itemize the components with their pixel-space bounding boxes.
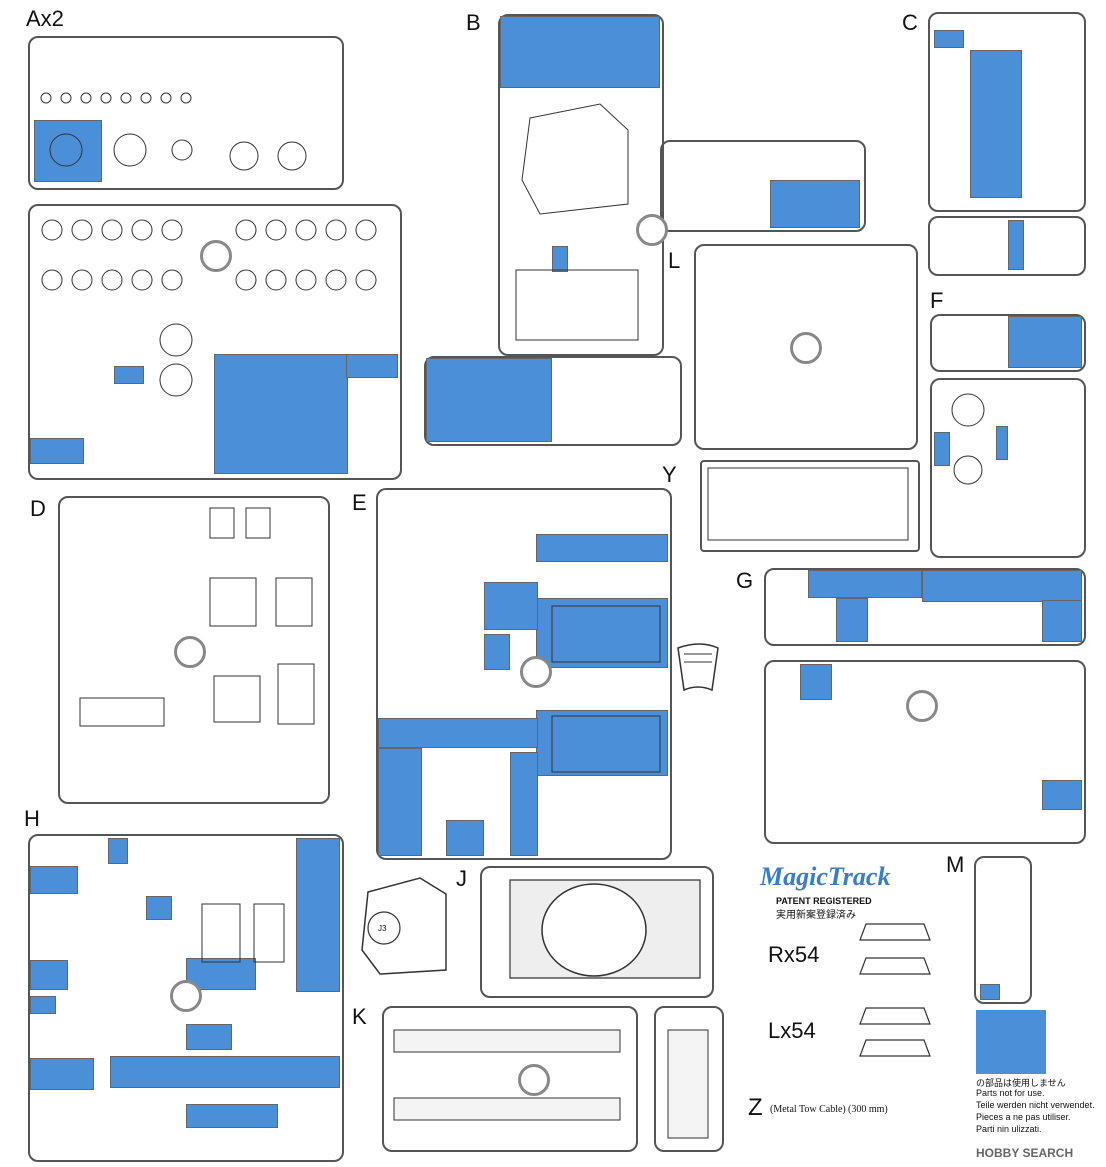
unused-parts-area <box>30 960 68 990</box>
unused-parts-area <box>186 1024 232 1050</box>
sprue-g <box>764 660 1086 844</box>
track-right-count: Rx54 <box>768 942 820 967</box>
sprue-ax2-top <box>28 36 344 190</box>
sprue-gate <box>518 1064 550 1096</box>
sprue-m <box>974 856 1032 1004</box>
unused-parts-area <box>484 634 510 670</box>
track-left-count: Lx54 <box>768 1018 816 1043</box>
sprue-label-d: D <box>30 496 46 521</box>
sprue-label-g: G <box>736 568 754 593</box>
sprue-c-bottom <box>928 216 1086 276</box>
sprue-k <box>382 1006 638 1152</box>
unused-parts-area <box>30 438 84 464</box>
unused-parts-area <box>800 664 832 700</box>
unused-parts-area <box>934 432 950 466</box>
sprue-g-top <box>764 568 1086 646</box>
legend-jp: の部品は使用しません <box>976 1078 1066 1088</box>
sprue-gate <box>200 240 232 272</box>
unused-parts-area <box>1008 220 1024 270</box>
unused-parts-area <box>34 120 102 182</box>
unused-parts-area <box>30 1058 94 1090</box>
sprue-gate <box>790 332 822 364</box>
patent-text: PATENT REGISTERED <box>776 896 872 906</box>
sprue-gate <box>170 980 202 1012</box>
sprue-l <box>694 244 918 450</box>
tow-cable-length: (300 mm) <box>848 1104 888 1115</box>
unused-parts-area <box>1042 780 1082 810</box>
sprue-gate <box>174 636 206 668</box>
sprue-label-ax2: Ax2 <box>26 6 64 31</box>
unused-parts-area <box>1042 600 1082 642</box>
unused-parts-area <box>114 366 144 384</box>
unused-parts-area <box>808 570 922 598</box>
sprue-gate <box>520 656 552 688</box>
unused-parts-area <box>996 426 1008 460</box>
unused-parts-area <box>836 598 868 642</box>
sprue-label-l: L <box>668 248 681 273</box>
sprue-label-k: K <box>352 1004 367 1029</box>
sprue-c <box>928 12 1086 212</box>
legend-en: Parts not for use. <box>976 1088 1045 1098</box>
legend-fr: Pieces a ne pas utiliser. <box>976 1112 1071 1122</box>
unused-parts-area <box>970 50 1022 198</box>
sprue-gate <box>906 690 938 722</box>
unused-parts-area <box>770 180 860 228</box>
sprue-f-top <box>930 314 1086 372</box>
unused-parts-area <box>484 582 538 630</box>
sprue-label-j: J <box>456 866 467 891</box>
unused-parts-area <box>378 718 538 748</box>
tow-cable-note: (Metal Tow Cable) <box>770 1104 846 1115</box>
unused-parts-area <box>446 820 484 856</box>
sprue-b-bottom <box>424 356 682 446</box>
unused-parts-area <box>296 838 340 992</box>
sprue-gate <box>636 214 668 246</box>
unused-parts-area <box>536 534 668 562</box>
sprue-j <box>480 866 714 998</box>
unused-parts-area <box>108 838 128 864</box>
legend-de: Teile werden nicht verwendet. <box>976 1100 1095 1110</box>
unused-parts-area <box>500 16 660 88</box>
sprue-label-h: H <box>24 806 40 831</box>
unused-parts-area <box>110 1056 340 1088</box>
sprue-label-z: Z <box>748 1094 763 1121</box>
sprue-h <box>28 834 344 1162</box>
legend-it: Parti nin ulizzati. <box>976 1124 1042 1134</box>
unused-parts-area <box>536 710 668 776</box>
unused-parts-area <box>146 896 172 920</box>
part-number-j3: J3 <box>378 924 387 933</box>
sprue-label-f: F <box>930 288 944 313</box>
sprue-label-c: C <box>902 10 918 35</box>
unused-parts-area <box>378 748 422 856</box>
patent-text-jp: 実用新案登録済み <box>776 910 856 921</box>
sprue-label-e: E <box>352 490 367 515</box>
unused-parts-area <box>536 598 668 668</box>
unused-parts-area <box>186 1104 278 1128</box>
unused-parts-area <box>30 866 78 894</box>
magictrack-logo: MagicTrack <box>760 862 891 891</box>
sprue-f <box>930 378 1086 558</box>
sprue-label-m: M <box>946 852 965 877</box>
unused-parts-area <box>426 358 552 442</box>
sprue-e <box>376 488 672 860</box>
sprue-y-hull <box>700 460 920 552</box>
sprue-b-right <box>660 140 866 232</box>
unused-parts-area <box>510 752 538 856</box>
sprue-d <box>58 496 330 804</box>
unused-parts-area <box>346 354 398 378</box>
hobbysearch-watermark: HOBBY SEARCH <box>976 1146 1074 1160</box>
unused-parts-area <box>980 984 1000 1000</box>
sprue-b <box>498 14 664 356</box>
sprue-ax2-bottom <box>28 204 402 480</box>
sprue-label-b: B <box>466 10 481 35</box>
unused-parts-area <box>934 30 964 48</box>
sprue-k-side <box>654 1006 724 1152</box>
unused-parts-area <box>552 246 568 272</box>
unused-parts-area <box>214 354 348 474</box>
unused-parts-area <box>30 996 56 1014</box>
unused-parts-legend-swatch <box>976 1010 1046 1074</box>
unused-parts-area <box>922 570 1082 602</box>
unused-parts-area <box>1008 316 1082 368</box>
sprue-label-y: Y <box>662 462 677 487</box>
